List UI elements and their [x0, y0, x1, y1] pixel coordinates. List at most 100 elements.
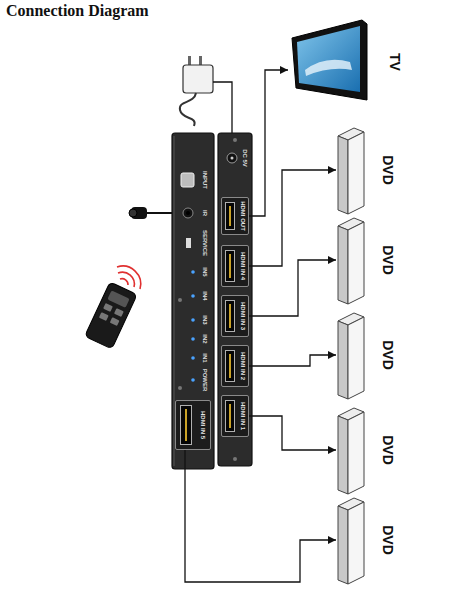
diagram-title: Connection Diagram	[6, 2, 149, 20]
screw	[178, 298, 182, 302]
dvd-side	[338, 321, 348, 399]
panel-label: DC 5V	[242, 149, 248, 167]
dvd-picture	[338, 128, 364, 214]
device-box: TV	[288, 22, 408, 102]
led	[191, 318, 195, 322]
power-wire	[213, 82, 232, 133]
dvd-picture	[338, 498, 364, 584]
led	[191, 270, 195, 274]
socket-contacts	[229, 206, 231, 226]
panel-label: IN2	[202, 334, 208, 343]
port-label: HDMI OUT	[240, 201, 246, 231]
led	[191, 294, 195, 298]
port-box: HDMI IN 4	[221, 245, 249, 287]
remote-button	[103, 303, 113, 312]
signal-arc	[118, 272, 134, 287]
device-box: DVD	[336, 410, 404, 490]
port-box: HDMI IN 5	[175, 400, 211, 450]
led	[191, 356, 195, 360]
ir-eye-lens	[129, 209, 137, 217]
led	[191, 378, 195, 382]
port-box: HDMI IN 1	[221, 395, 249, 437]
front-panel	[172, 133, 214, 469]
panel-label: POWER	[202, 369, 208, 392]
panel-label: SERVICE	[202, 230, 208, 256]
panel-label: IN3	[202, 315, 208, 324]
socket-contacts	[185, 409, 187, 441]
remote-body	[85, 282, 138, 349]
remote-button	[110, 317, 120, 326]
device-box: DVD	[336, 315, 404, 395]
port-box: HDMI OUT	[221, 197, 249, 235]
tv-frame	[292, 20, 367, 100]
hdmi-cable	[249, 260, 336, 316]
remote-control	[85, 282, 138, 349]
power-adapter	[180, 56, 213, 126]
dvd-picture	[338, 408, 364, 494]
ir-jack-hole	[186, 211, 190, 215]
port-box: HDMI IN 3	[221, 295, 249, 337]
screw	[233, 457, 237, 461]
hdmi-cable	[249, 355, 336, 366]
device-box: DVD	[336, 130, 404, 210]
dvd-picture	[338, 218, 364, 304]
dvd-side	[338, 416, 348, 494]
hdmi-socket	[180, 405, 192, 445]
panel-label: INPUT	[202, 171, 208, 189]
dvd-side	[338, 226, 348, 304]
port-label: HDMI IN 4	[240, 252, 246, 280]
hdmi-socket	[225, 300, 235, 332]
port-box: HDMI IN 2	[221, 345, 249, 387]
remote-button	[99, 312, 109, 321]
panel-body	[172, 133, 214, 469]
hdmi-socket	[225, 202, 235, 230]
device-label: DVD	[381, 340, 395, 370]
hdmi-cable	[249, 170, 336, 266]
hdmi-socket	[225, 250, 235, 282]
socket-contacts	[229, 304, 231, 328]
panel-label: IN4	[202, 291, 208, 300]
socket-contacts	[229, 354, 231, 378]
device-box: DVD	[336, 220, 404, 300]
remote-button	[114, 308, 124, 317]
device-label: DVD	[381, 435, 395, 465]
dvd-front	[348, 317, 364, 399]
dc-jack-pin	[231, 157, 234, 160]
dc-jack	[227, 153, 237, 163]
dvd-front	[348, 502, 364, 584]
led	[191, 337, 195, 341]
device-box: DVD	[336, 500, 404, 580]
usb-port	[186, 238, 191, 248]
panel-label: IR	[202, 210, 208, 216]
signal-arc	[120, 279, 128, 285]
dvd-side	[338, 136, 348, 214]
port-label: HDMI IN 1	[240, 402, 246, 430]
socket-contacts	[229, 404, 231, 428]
device-label: DVD	[381, 155, 395, 185]
dvd-side	[338, 506, 348, 584]
panel-label: IN1	[202, 353, 208, 362]
port-label: HDMI IN 5	[200, 411, 206, 439]
panel-label: IN5	[202, 267, 208, 276]
dvd-front	[348, 132, 364, 214]
signal-arc	[117, 266, 141, 289]
tv-picture	[292, 20, 367, 100]
dvd-front	[348, 412, 364, 494]
panel-body	[218, 133, 252, 466]
hdmi-socket	[225, 400, 235, 432]
tv-screen-image	[305, 60, 352, 76]
hdmi-socket	[225, 350, 235, 382]
adapter-body	[183, 65, 213, 93]
dvd-front	[348, 222, 364, 304]
dvd-picture	[338, 313, 364, 399]
hdmi-cable	[185, 450, 336, 582]
screw	[178, 386, 182, 390]
device-label: TV	[388, 53, 402, 71]
ir-signal	[117, 266, 141, 289]
remote-button	[107, 290, 129, 308]
device-label: DVD	[381, 245, 395, 275]
port-label: HDMI IN 2	[240, 352, 246, 380]
back-panel	[218, 133, 252, 466]
